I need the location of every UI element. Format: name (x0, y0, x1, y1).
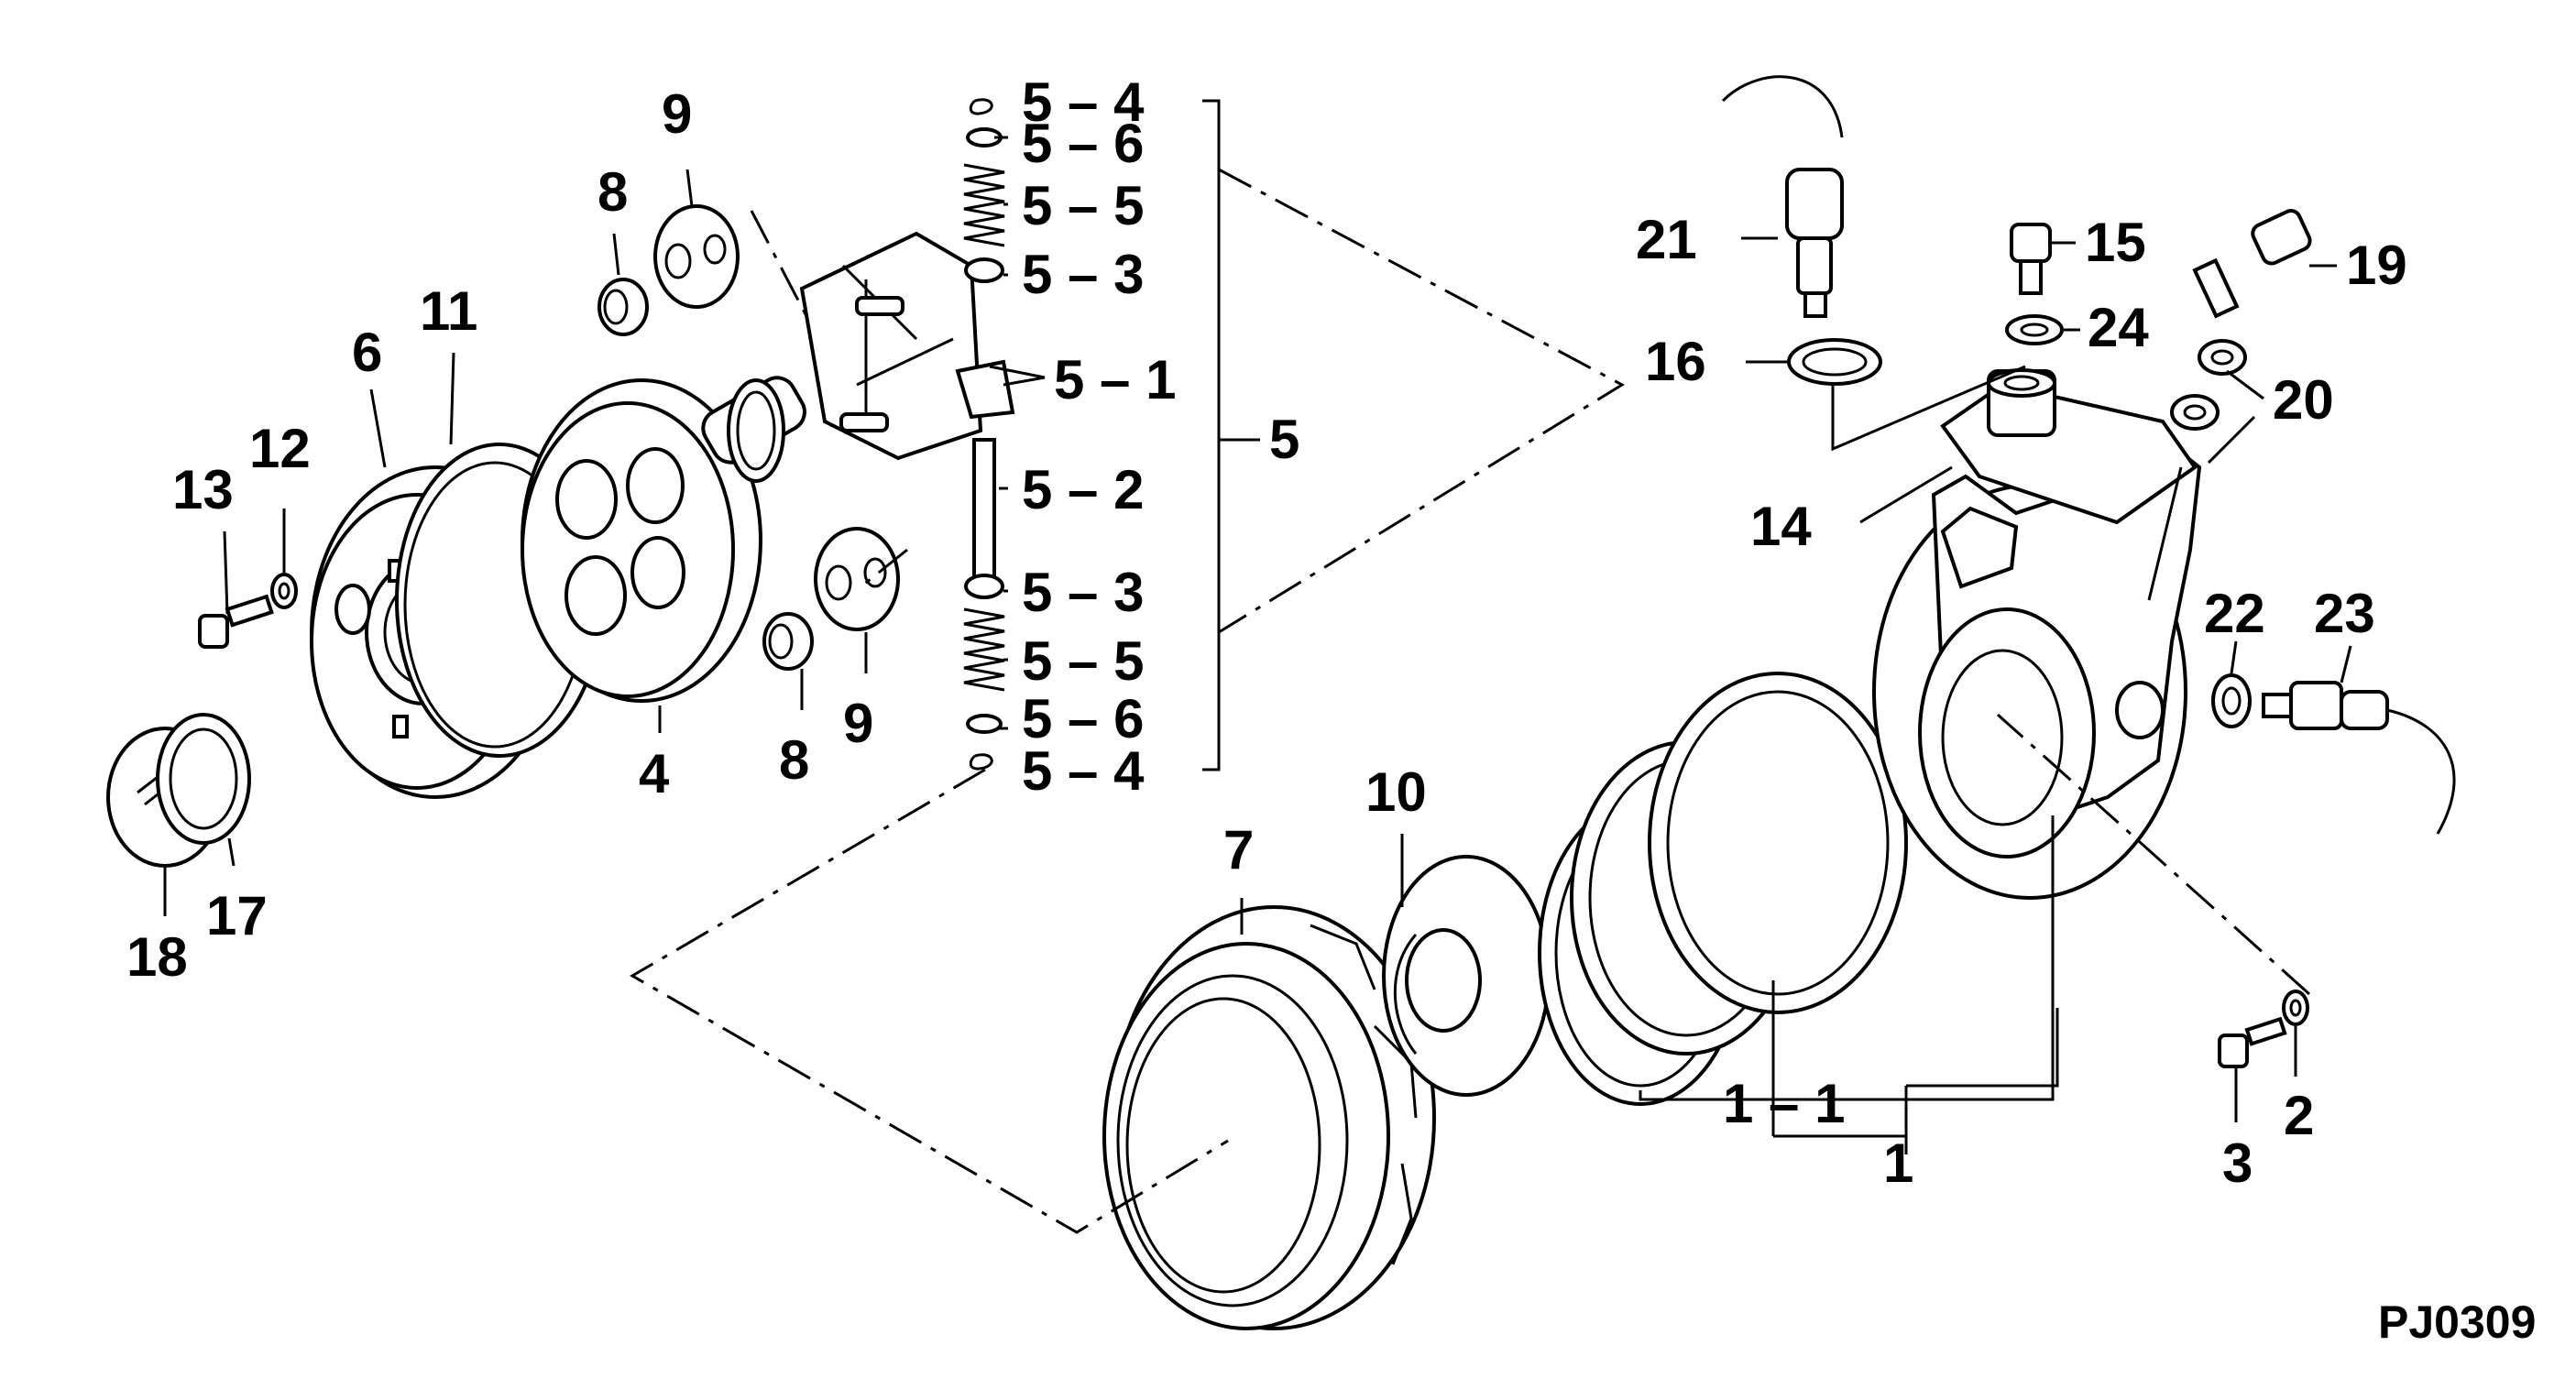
part-21-sensor (1721, 75, 1844, 318)
label-part-12: 12 (249, 418, 311, 479)
label-part-24: 24 (2088, 297, 2149, 358)
part-9-plate-lower (814, 527, 900, 631)
label-part-5-6-top: 5 – 6 (1022, 113, 1144, 174)
label-part-22: 22 (2204, 583, 2265, 644)
part-22-washer (2211, 673, 2252, 728)
part-4-rotor (521, 376, 806, 703)
label-part-8-upper: 8 (597, 161, 628, 223)
label-part-5: 5 (1269, 409, 1299, 470)
leader-lines (163, 99, 2352, 1154)
part-15-bolt (2010, 223, 2052, 295)
part-8-bushing-lower (762, 612, 814, 671)
label-part-13: 13 (172, 459, 234, 520)
label-part-1-1: 1 – 1 (1723, 1073, 1845, 1134)
assembly-lines (630, 168, 2311, 1234)
label-part-4: 4 (639, 743, 670, 804)
label-part-5-4-top: 5 – 4 (1022, 71, 1145, 133)
part-10-boot (1382, 855, 1551, 1097)
label-part-5-5-top: 5 – 5 (1022, 175, 1144, 236)
valve-body (799, 231, 1015, 461)
label-part-16: 16 (1645, 331, 1706, 392)
part-14-bracket (1940, 368, 2198, 525)
valve-stack (963, 98, 1005, 771)
part-2-washer (2282, 990, 2309, 1026)
part-8-bushing-upper (597, 278, 649, 336)
label-part-5-4-bottom: 5 – 4 (1022, 740, 1145, 802)
part-17-o-ring (156, 713, 251, 845)
part-1-1-bearing (1538, 672, 1908, 1106)
label-part-18: 18 (126, 926, 188, 988)
part-16-washer (1787, 338, 1882, 386)
label-part-5-5-bottom: 5 – 5 (1022, 630, 1144, 692)
label-part-20: 20 (2273, 369, 2334, 431)
label-part-1: 1 (1883, 1132, 1913, 1194)
label-part-6: 6 (352, 322, 382, 383)
label-part-8-lower: 8 (779, 729, 809, 791)
label-part-3: 3 (2222, 1132, 2253, 1194)
label-part-2: 2 (2284, 1085, 2314, 1146)
part-13-bolt (198, 594, 274, 649)
label-part-10: 10 (1365, 761, 1427, 823)
part-9-plate-upper (653, 204, 740, 309)
diagram-code: PJ0309 (2378, 1296, 2536, 1348)
part-7-housing-ring (1102, 905, 1436, 1330)
part-3-bolt (2218, 1016, 2287, 1068)
label-part-7: 7 (1223, 819, 1254, 880)
label-part-5-3-top: 5 – 3 (1022, 244, 1144, 305)
label-part-15: 15 (2085, 212, 2146, 273)
part-23-sensor (2262, 681, 2456, 835)
label-part-9-lower: 9 (843, 693, 873, 754)
part-20-washers (2170, 339, 2247, 431)
label-part-21: 21 (1636, 209, 1697, 270)
label-part-14: 14 (1750, 496, 1812, 557)
part-12-washer (270, 573, 298, 609)
label-part-19: 19 (2346, 235, 2407, 296)
label-part-5-2: 5 – 2 (1022, 459, 1144, 520)
part-24-washer (2005, 314, 2064, 345)
label-part-9-upper: 9 (662, 83, 692, 145)
label-part-17: 17 (206, 885, 268, 946)
part-1-main-body (1872, 428, 2202, 900)
label-part-11: 11 (420, 280, 477, 342)
label-part-5-1: 5 – 1 (1054, 349, 1176, 410)
label-part-23: 23 (2314, 583, 2375, 644)
part-19-bolt (2192, 209, 2312, 319)
label-part-5-6-bottom: 5 – 6 (1022, 688, 1144, 749)
part-labels: 9 8 11 6 13 12 4 8 9 18 17 5 – 4 5 – 6 5… (126, 71, 2536, 1348)
label-part-5-3-bottom: 5 – 3 (1022, 562, 1144, 623)
